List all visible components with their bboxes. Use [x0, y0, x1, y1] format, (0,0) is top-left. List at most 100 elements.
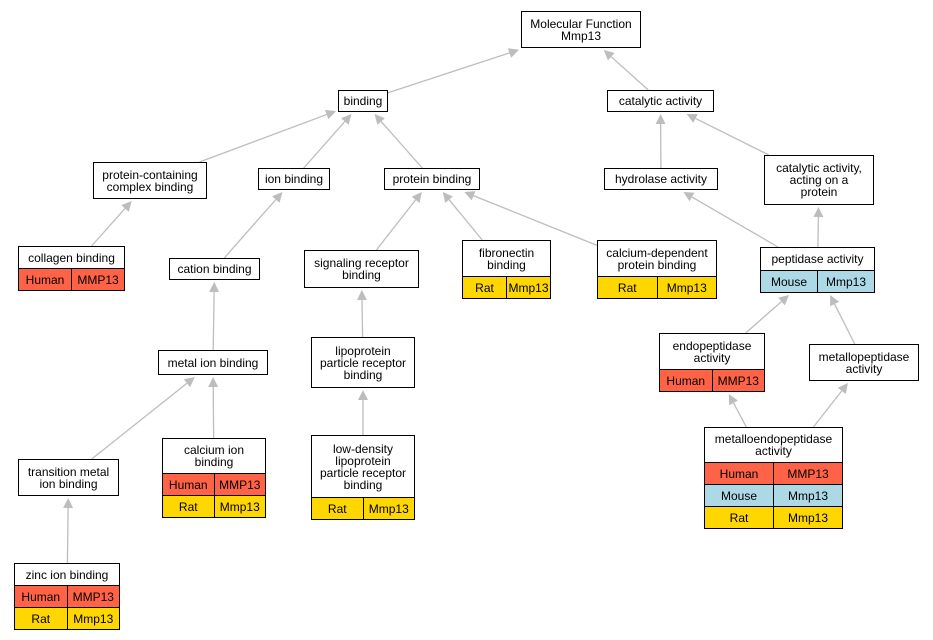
annotation-row-rat: Rat Mmp13	[15, 607, 119, 629]
node-label: metalloendopeptidase activity	[714, 432, 833, 458]
edge-arrowhead-zinc_ion_binding-to-transition_metal_ion_binding	[63, 498, 74, 509]
node-label: zinc ion binding	[25, 567, 109, 582]
node-label: low-density lipoprotein particle recepto…	[319, 441, 407, 492]
edge-arrowhead-lipoprotein_particle_receptor_binding-to-signaling_receptor_binding	[357, 290, 367, 301]
species-cell: Human	[719, 466, 759, 481]
edge-arrowhead-metalloendopeptidase_activity-to-endopeptidase_activity	[728, 394, 738, 406]
edge-arrowhead-catalytic_activity-to-molecular_function	[603, 50, 615, 61]
node-catalytic-activity: catalytic activity	[607, 90, 714, 112]
node-low-density-lipoprotein-particle-receptor-binding: low-density lipoprotein particle recepto…	[311, 435, 415, 520]
node-label: catalytic activity	[618, 94, 703, 108]
node-label: binding	[343, 94, 383, 108]
edge-arrowhead-endopeptidase_activity-to-peptidase_activity	[778, 295, 789, 306]
node-label: transition metal ion binding	[27, 464, 110, 491]
node-label: signaling receptor binding	[314, 256, 409, 282]
edge-arrowhead-catalytic_activity_on_protein-to-catalytic_activity	[686, 114, 698, 123]
edge-line-protein_binding-to-binding	[380, 121, 423, 169]
node-metalloendopeptidase-activity: metalloendopeptidase activity Human MMP1…	[704, 427, 843, 529]
annotation-row-rat: Rat Mmp13	[598, 276, 716, 298]
node-ion-binding: ion binding	[258, 168, 330, 190]
node-catalytic-activity-acting-on-protein: catalytic activity, acting on a protein	[764, 155, 874, 205]
gene-cell: Mmp13	[656, 277, 717, 298]
node-label: endopeptidase activity	[672, 338, 752, 365]
edge-line-protein_containing_complex_binding-to-binding	[199, 113, 327, 163]
edge-arrowhead-transition_metal_ion_binding-to-metal_ion_binding	[183, 377, 195, 388]
edge-line-collagen_binding-to-protein_containing_complex_binding	[91, 208, 126, 247]
edge-arrowhead-collagen_binding-to-protein_containing_complex_binding	[121, 201, 132, 212]
annotation-row-mouse: Mouse Mmp13	[761, 270, 874, 292]
node-label: protein binding	[392, 172, 472, 186]
species-cell: Rat	[729, 510, 749, 525]
species-cell: Human	[168, 477, 208, 492]
edge-arrowhead-protein_containing_complex_binding-to-binding	[324, 109, 336, 120]
edge-arrowhead-binding-to-molecular_function	[507, 48, 519, 58]
node-protein-containing-complex-binding: protein-containing complex binding	[93, 162, 207, 199]
gene-cell: MMP13	[66, 586, 120, 607]
species-cell: Rat	[178, 499, 198, 514]
gene-cell: Mmp13	[773, 485, 842, 506]
node-calcium-ion-binding: calcium ion binding Human MMP13 Rat Mmp1…	[162, 438, 266, 518]
gene-cell: Mmp13	[213, 496, 266, 517]
species-cell: Rat	[475, 280, 494, 295]
gene-cell: Mmp13	[773, 507, 842, 528]
node-cation-binding: cation binding	[169, 258, 260, 280]
node-endopeptidase-activity: endopeptidase activity Human MMP13	[659, 333, 765, 392]
annotation-row-human: Human MMP13	[163, 473, 265, 495]
node-hydrolase-activity: hydrolase activity	[604, 168, 718, 190]
gene-cell: MMP13	[213, 474, 266, 495]
node-binding: binding	[338, 90, 388, 112]
edge-line-lipoprotein_particle_receptor_binding-to-signaling_receptor_binding	[361, 299, 364, 338]
edge-arrowhead-peptidase_activity-to-hydrolase_activity	[683, 192, 695, 202]
node-label: metallopeptidase activity	[818, 349, 910, 376]
edge-line-metallopeptidase_activity-to-peptidase_activity	[833, 303, 856, 345]
edge-line-metalloendopeptidase_activity-to-endopeptidase_activity	[732, 402, 747, 428]
edge-line-binding-to-molecular_function	[387, 52, 510, 94]
node-label: fibronectin binding	[478, 245, 535, 272]
node-metal-ion-binding: metal ion binding	[158, 350, 268, 375]
node-molecular-function: Molecular Function Mmp13	[521, 11, 641, 48]
edge-line-peptidase_activity-to-hydrolase_activity	[691, 196, 779, 248]
species-cell: Human	[25, 272, 65, 287]
annotation-row-human: Human MMP13	[15, 585, 119, 607]
species-cell: Human	[21, 589, 61, 604]
species-cell: Rat	[617, 280, 637, 295]
edge-line-calcium_dependent_protein_binding-to-protein_binding	[473, 195, 598, 246]
edge-line-zinc_ion_binding-to-transition_metal_ion_binding	[66, 507, 69, 564]
edge-line-transition_metal_ion_binding-to-metal_ion_binding	[91, 382, 188, 460]
node-label: metal ion binding	[167, 355, 259, 370]
edge-arrowhead-ion_binding-to-binding	[341, 114, 352, 125]
species-cell: Human	[666, 373, 706, 388]
node-transition-metal-ion-binding: transition metal ion binding	[18, 459, 119, 496]
annotation-row-human: Human MMP13	[660, 369, 764, 391]
species-cell: Rat	[31, 611, 51, 626]
node-zinc-ion-binding: zinc ion binding Human MMP13 Rat Mmp13	[14, 563, 120, 630]
edge-line-endopeptidase_activity-to-peptidase_activity	[745, 301, 782, 334]
node-label: calcium ion binding	[183, 443, 245, 469]
edge-line-ion_binding-to-binding	[303, 121, 346, 169]
species-cell: Mouse	[770, 274, 808, 289]
annotation-row-rat: Rat Mmp13	[463, 276, 550, 298]
annotation-row-rat: Rat Mmp13	[163, 495, 265, 517]
edge-arrowhead-cation_binding-to-ion_binding	[272, 192, 283, 203]
node-label: Molecular Function Mmp13	[530, 16, 632, 43]
node-label: peptidase activity	[771, 252, 864, 266]
gene-cell: Mmp13	[66, 608, 120, 629]
node-label: calcium-dependent protein binding	[606, 245, 708, 272]
edge-line-metalloendopeptidase_activity-to-metallopeptidase_activity	[812, 390, 843, 428]
edge-line-catalytic_activity-to-molecular_function	[610, 56, 649, 91]
gene-cell: Mmp13	[506, 277, 550, 298]
gene-cell: MMP13	[71, 269, 124, 290]
edge-arrowhead-ldl_particle_receptor_binding-to-lipoprotein_particle_receptor_binding	[358, 390, 368, 400]
node-lipoprotein-particle-receptor-binding: lipoprotein particle receptor binding	[311, 337, 415, 388]
edge-arrowhead-hydrolase_activity-to-catalytic_activity	[655, 114, 666, 124]
node-calcium-dependent-protein-binding: calcium-dependent protein binding Rat Mm…	[597, 240, 717, 299]
gene-cell: Mmp13	[817, 271, 874, 292]
annotation-row-rat: Rat Mmp13	[705, 506, 842, 528]
gene-cell: MMP13	[711, 370, 765, 391]
edge-arrowhead-protein_binding-to-binding	[374, 114, 385, 125]
node-metallopeptidase-activity: metallopeptidase activity	[809, 344, 919, 381]
annotation-row-human: Human MMP13	[19, 268, 124, 290]
node-collagen-binding: collagen binding Human MMP13	[18, 246, 125, 291]
node-fibronectin-binding: fibronectin binding Rat Mmp13	[462, 240, 551, 299]
edge-arrowhead-metallopeptidase_activity-to-peptidase_activity	[830, 295, 839, 307]
